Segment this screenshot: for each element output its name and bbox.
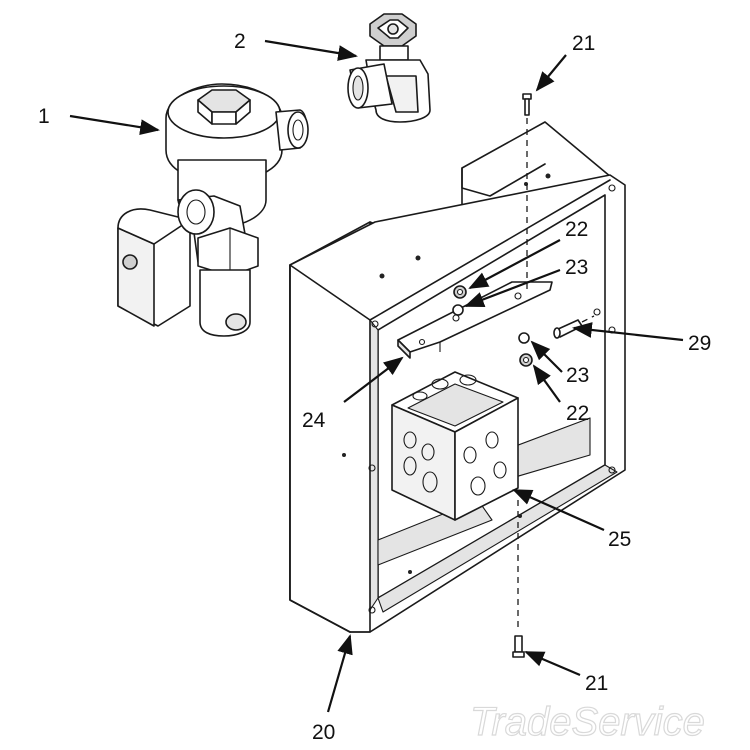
leader-1: [69, 114, 160, 136]
angle-stop-part-2: [347, 13, 431, 123]
screw-top-part-21: [522, 93, 532, 116]
callout-25: 25: [608, 528, 631, 551]
leader-20: [326, 634, 353, 713]
leader-22-bottom: [532, 364, 561, 403]
leader-2: [264, 39, 358, 61]
leader-21-top: [535, 54, 567, 92]
callout-23-bottom: 23: [566, 364, 589, 387]
solenoid-valve-part-1: [117, 83, 309, 337]
watermark: TradeService: [470, 700, 705, 744]
callout-21-bottom: 21: [585, 672, 608, 695]
callout-1: 1: [38, 105, 50, 128]
leader-24: [343, 356, 404, 403]
callout-22-bottom: 22: [566, 402, 589, 425]
callout-22-top: 22: [565, 218, 588, 241]
junction-box-part-25: [391, 371, 519, 521]
callout-21-top: 21: [572, 32, 595, 55]
screw-bottom-part-21: [512, 635, 525, 658]
callout-29: 29: [688, 332, 711, 355]
callout-23-top: 23: [565, 256, 588, 279]
leader-25: [512, 488, 605, 532]
leader-22-top: [468, 239, 561, 289]
leader-23-top: [464, 268, 561, 308]
callout-20: 20: [312, 721, 335, 744]
callout-24: 24: [302, 409, 326, 432]
leader-23-bottom: [530, 340, 563, 373]
callout-2: 2: [234, 30, 246, 53]
leader-29: [572, 322, 684, 342]
leader-21-bottom: [524, 650, 581, 677]
